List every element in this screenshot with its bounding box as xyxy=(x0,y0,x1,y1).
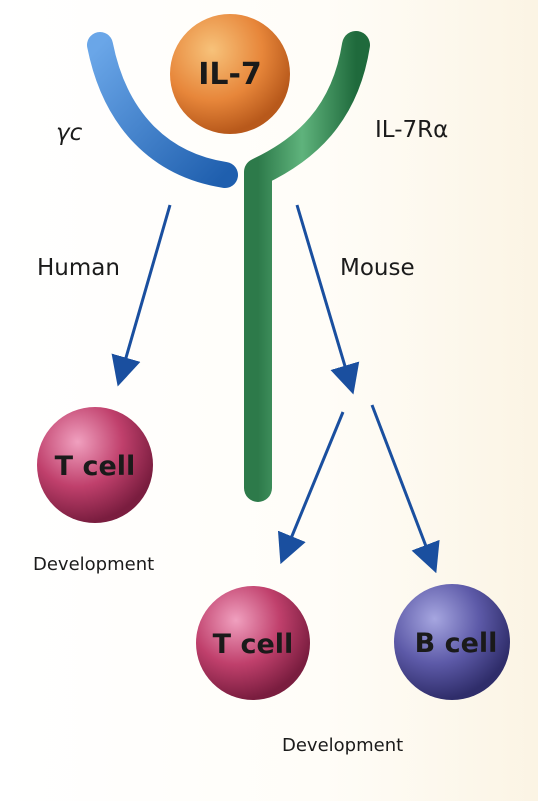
mouse-development-label: Development xyxy=(282,735,403,756)
mouse-t-cell-label: T cell xyxy=(213,629,294,660)
human-arrow xyxy=(121,205,170,375)
human-label: Human xyxy=(37,255,120,281)
mouse-arrow xyxy=(297,205,350,383)
mouse-b-cell-arrow xyxy=(372,405,432,562)
mouse-t-cell-arrow xyxy=(285,412,343,553)
mouse-label: Mouse xyxy=(340,255,415,281)
il7-label: IL-7 xyxy=(198,57,262,92)
il7r-alpha-label: IL-7Rα xyxy=(375,117,448,143)
mouse-b-cell-label: B cell xyxy=(415,628,498,659)
gamma-c-label: γc xyxy=(56,120,83,146)
human-t-cell-label: T cell xyxy=(55,451,136,482)
human-development-label: Development xyxy=(33,554,154,575)
